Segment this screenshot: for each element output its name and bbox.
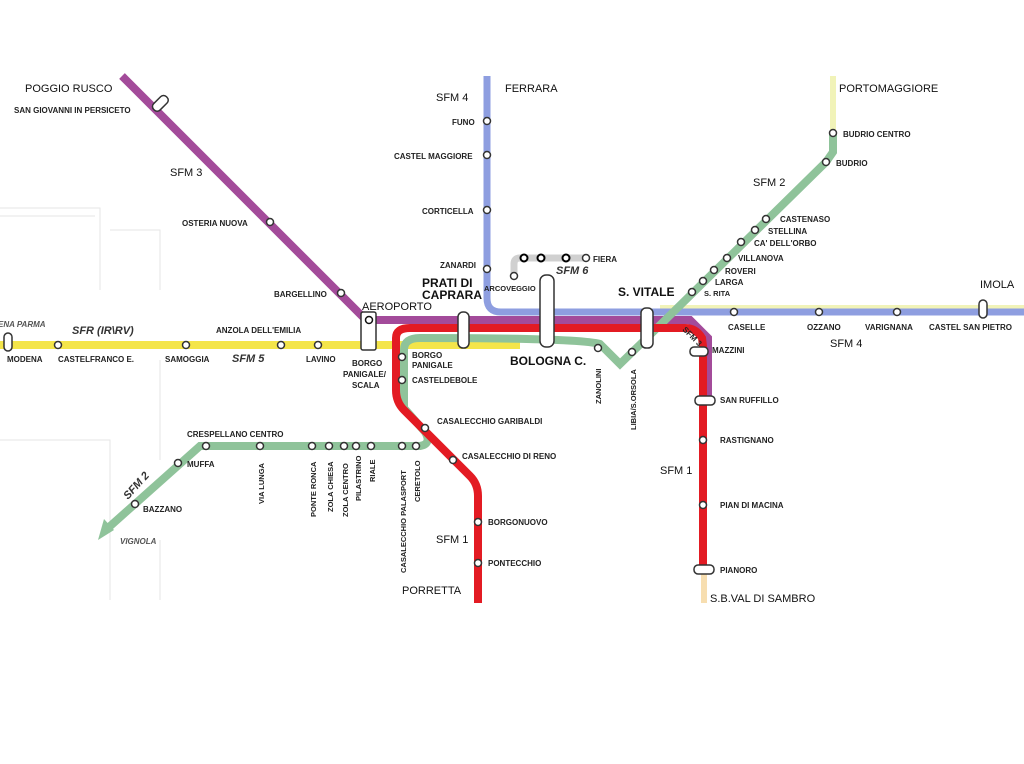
sfm1-line	[392, 324, 707, 603]
station-pilastrino: PILASTRINO	[354, 455, 363, 501]
station-castel-san-pietro: CASTEL SAN PIETRO	[929, 323, 1012, 332]
station-borgo-panigale-scala-3: SCALA	[352, 381, 380, 390]
label-sfm1-south: SFM 1	[436, 534, 468, 546]
station-budrio: BUDRIO	[836, 159, 868, 168]
station-borgo-panigale-scala-2: PANIGALE/	[343, 370, 387, 379]
s-vitale-hub-bar	[640, 307, 654, 349]
san-ruffillo-bar	[694, 395, 716, 406]
station-budrio-centro: BUDRIO CENTRO	[843, 130, 911, 139]
station-modena: MODENA	[7, 355, 43, 364]
station-funo: FUNO	[452, 118, 475, 127]
dest-sb-val-di-sambro: S.B.VAL DI SAMBRO	[710, 593, 816, 605]
station-pontecchio: PONTECCHIO	[488, 559, 541, 568]
station-via-lunga: VIA LUNGA	[257, 462, 266, 504]
station-castenaso: CASTENASO	[780, 215, 830, 224]
label-sfr: SFR (IR\RV)	[72, 325, 134, 337]
station-varignana: VARIGNANA	[865, 323, 913, 332]
station-casalecchio-garibaldi: CASALECCHIO GARIBALDI	[437, 417, 542, 426]
modena-bar	[3, 332, 13, 352]
mazzini-bar	[689, 346, 709, 357]
station-dots	[53, 116, 902, 568]
station-zanardi: ZANARDI	[440, 261, 476, 270]
station-muffa: MUFFA	[187, 460, 215, 469]
station-stellina: STELLINA	[768, 227, 807, 236]
station-libia: LIBIA/S.ORSOLA	[629, 369, 638, 430]
station-caselle: CASELLE	[728, 323, 766, 332]
hub-aeroporto: AEROPORTO	[362, 301, 432, 313]
vertical-station-labels: ZANOLINI LIBIA/S.ORSOLA VIA LUNGA PONTE …	[257, 369, 638, 573]
station-rastignano: RASTIGNANO	[720, 436, 774, 445]
background-lines	[0, 207, 161, 600]
station-s-rita: S. RITA	[704, 289, 731, 298]
station-ozzano: OZZANO	[807, 323, 841, 332]
station-villanova: VILLANOVA	[738, 254, 784, 263]
label-sfm1-mid: SFM 1	[660, 465, 692, 477]
station-casalecchio-di-reno: CASALECCHIO DI RENO	[462, 452, 556, 461]
station-anzola: ANZOLA DELL'EMILIA	[216, 326, 301, 335]
hub-s-vitale: S. VITALE	[618, 285, 674, 299]
station-roveri: ROVERI	[725, 267, 756, 276]
station-pianoro: PIANORO	[720, 566, 757, 575]
label-sfm3: SFM 3	[170, 167, 202, 179]
dest-poggio-rusco: POGGIO RUSCO	[25, 83, 113, 95]
station-borgo-panigale-1: BORGO	[412, 351, 442, 360]
station-fiera: FIERA	[593, 255, 617, 264]
station-labels: SAN GIOVANNI IN PERSICETO OSTERIA NUOVA …	[7, 106, 1012, 575]
station-osteria-nuova: OSTERIA NUOVA	[182, 219, 248, 228]
station-bazzano: BAZZANO	[143, 505, 182, 514]
aeroporto-dot	[364, 315, 374, 325]
label-sfm2-ne: SFM 2	[753, 177, 785, 189]
sfm2-line	[105, 133, 837, 531]
station-borgo-panigale-2: PANIGALE	[412, 361, 453, 370]
station-riale: RIALE	[368, 460, 377, 483]
station-crespellano: CRESPELLANO CENTRO	[187, 430, 283, 439]
station-samoggia: SAMOGGIA	[165, 355, 210, 364]
station-zola-centro: ZOLA CENTRO	[341, 463, 350, 517]
label-sfm5: SFM 5	[232, 353, 265, 365]
hub-bars	[3, 94, 988, 575]
station-bargellino: BARGELLINO	[274, 290, 327, 299]
station-san-giovanni: SAN GIOVANNI IN PERSICETO	[14, 106, 131, 115]
prati-hub-bar	[457, 311, 470, 349]
station-corticella: CORTICELLA	[422, 207, 474, 216]
dest-porretta: PORRETTA	[402, 585, 462, 597]
station-casteldebole: CASTELDEBOLE	[412, 376, 478, 385]
station-borgo-panigale-scala-1: BORGO	[352, 359, 382, 368]
castel-san-pietro-bar	[978, 299, 988, 319]
san-giovanni-bar	[151, 94, 169, 112]
sfm4-line	[483, 76, 1024, 316]
station-ca-dellorbo: CA' DELL'ORBO	[754, 239, 816, 248]
station-zanolini: ZANOLINI	[594, 369, 603, 404]
station-castel-maggiore: CASTEL MAGGIORE	[394, 152, 473, 161]
station-mazzini: MAZZINI	[712, 346, 744, 355]
dest-parma: ENA PARMA	[0, 320, 46, 329]
bologna-c-hub-bar	[539, 274, 555, 348]
station-borgonuovo: BORGONUOVO	[488, 518, 548, 527]
station-san-ruffillo: SAN RUFFILLO	[720, 396, 779, 405]
hub-prati-line1: PRATI DI	[422, 276, 472, 290]
station-casalecchio-palasport: CASALECCHIO PALASPORT	[399, 470, 408, 573]
label-sfm4-top: SFM 4	[436, 92, 468, 104]
dest-vignola: VIGNOLA	[120, 537, 157, 546]
extension-lines	[660, 76, 1024, 603]
station-lavino: LAVINO	[306, 355, 336, 364]
hub-bologna-c: BOLOGNA C.	[510, 354, 586, 368]
station-castelfranco: CASTELFRANCO E.	[58, 355, 134, 364]
dest-portomaggiore: PORTOMAGGIORE	[839, 83, 938, 95]
station-ponte-ronca: PONTE RONCA	[309, 461, 318, 517]
station-pian-di-macina: PIAN DI MACINA	[720, 501, 784, 510]
dest-imola: IMOLA	[980, 279, 1015, 291]
label-sfm6: SFM 6	[556, 265, 589, 277]
sfm2-arrow	[98, 519, 114, 540]
sfm3-line	[119, 73, 712, 400]
dest-ferrara: FERRARA	[505, 83, 558, 95]
station-zola-chiesa: ZOLA CHIESA	[326, 461, 335, 512]
station-larga: LARGA	[715, 278, 744, 287]
hub-prati-line2: CAPRARA	[422, 288, 482, 302]
station-ceretolo: CERETOLO	[413, 460, 422, 502]
pianoro-bar	[693, 564, 715, 575]
station-arcoveggio: ARCOVEGGIO	[484, 284, 536, 293]
label-sfm4-east: SFM 4	[830, 338, 862, 350]
